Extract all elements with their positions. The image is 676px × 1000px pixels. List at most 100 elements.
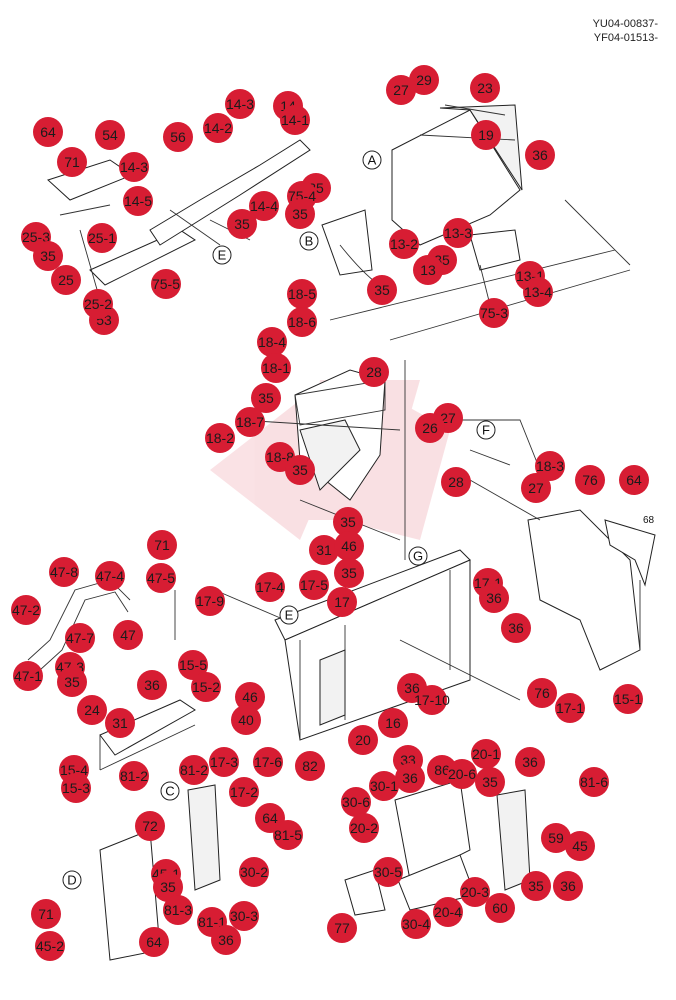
- callout-badge: [273, 820, 303, 850]
- callout-label: 30-1: [370, 778, 398, 794]
- callout-label: 19: [478, 127, 494, 143]
- view-letter-D: D: [62, 870, 82, 890]
- callout-36: 36: [479, 583, 509, 613]
- callout-badge: [209, 747, 239, 777]
- callout-20-4: 20-4: [433, 897, 463, 927]
- callout-badge: [229, 777, 259, 807]
- callout-15-5: 15-5: [178, 650, 208, 680]
- callout-label: 36: [486, 590, 502, 606]
- callout-label: 76: [582, 472, 598, 488]
- callout-13-2: 13-2: [389, 229, 419, 259]
- callout-label: 75-5: [152, 276, 180, 292]
- callout-60: 60: [485, 893, 515, 923]
- callout-label: 18-6: [288, 314, 316, 330]
- view-letter-E: E: [212, 245, 232, 265]
- callout-label: 17-10: [414, 692, 450, 708]
- callout-label: 14-3: [226, 96, 254, 112]
- callout-35: 35: [285, 455, 315, 485]
- callout-15-3: 15-3: [61, 773, 91, 803]
- callout-label: 17-2: [230, 784, 258, 800]
- callout-label: 17: [334, 594, 350, 610]
- callout-75-5: 75-5: [151, 269, 181, 299]
- callout-label: 36: [402, 770, 418, 786]
- callout-label: 17-1: [556, 700, 584, 716]
- callout-label: 14-4: [250, 198, 278, 214]
- callout-81-3: 81-3: [163, 895, 193, 925]
- letter-ring: [279, 605, 299, 625]
- callout-25: 25: [51, 265, 81, 295]
- callout-label: 15-3: [62, 780, 90, 796]
- callout-label: 47-7: [66, 630, 94, 646]
- callout-label: 17-6: [254, 754, 282, 770]
- callout-badge: [378, 708, 408, 738]
- callout-badge: [57, 147, 87, 177]
- callout-badge: [470, 73, 500, 103]
- callout-20-2: 20-2: [349, 813, 379, 843]
- callout-64: 64: [139, 927, 169, 957]
- callout-35: 35: [227, 209, 257, 239]
- callout-36: 36: [211, 925, 241, 955]
- callout-29: 29: [409, 65, 439, 95]
- callout-badge: [135, 811, 165, 841]
- callout-badge: [523, 277, 553, 307]
- callout-47-7: 47-7: [65, 623, 95, 653]
- callout-badge: [285, 199, 315, 229]
- callout-label: 71: [38, 906, 54, 922]
- callout-20-3: 20-3: [460, 877, 490, 907]
- callout-label: 35: [258, 390, 274, 406]
- callout-badge: [191, 672, 221, 702]
- callout-label: 14-1: [281, 112, 309, 128]
- callout-badge: [413, 255, 443, 285]
- callout-label: 18-7: [236, 414, 264, 430]
- callout-28: 28: [441, 467, 471, 497]
- callout-label: 30-3: [230, 908, 258, 924]
- callout-label: 13-3: [444, 225, 472, 241]
- callout-27: 27: [386, 75, 416, 105]
- callout-badge: [479, 298, 509, 328]
- callout-label: 36: [218, 932, 234, 948]
- callout-badge: [231, 705, 261, 735]
- callout-badge: [367, 275, 397, 305]
- view-letter-C: C: [160, 781, 180, 801]
- callout-label: 47-5: [147, 570, 175, 586]
- callout-badge: [369, 771, 399, 801]
- callout-badge: [137, 670, 167, 700]
- callout-badge: [460, 877, 490, 907]
- callout-badge: [49, 557, 79, 587]
- callout-label: 35: [528, 878, 544, 894]
- callout-label: 75-3: [480, 305, 508, 321]
- callout-label: 35: [64, 674, 80, 690]
- callout-31: 31: [309, 535, 339, 565]
- callout-label: 18-4: [258, 334, 286, 350]
- callout-35: 35: [285, 199, 315, 229]
- callout-17-1: 17-1: [555, 693, 585, 723]
- callout-20-6: 20-6: [447, 759, 477, 789]
- callout-36: 36: [395, 763, 425, 793]
- callout-17-2: 17-2: [229, 777, 259, 807]
- callout-20-1: 20-1: [471, 739, 501, 769]
- callout-label: 13-2: [390, 236, 418, 252]
- letter-label: E: [285, 608, 294, 623]
- callout-label: 46: [341, 538, 357, 554]
- callout-36: 36: [501, 613, 531, 643]
- callout-label: 23: [477, 80, 493, 96]
- letter-label: C: [165, 784, 174, 799]
- callout-35: 35: [33, 241, 63, 271]
- callout-label: 35: [340, 514, 356, 530]
- letter-label: E: [218, 248, 227, 263]
- callout-badge: [61, 773, 91, 803]
- callout-badge: [521, 871, 551, 901]
- callout-label: 76: [534, 685, 550, 701]
- callout-badge: [113, 620, 143, 650]
- callout-label: 35: [160, 879, 176, 895]
- callout-label: 13: [420, 262, 436, 278]
- callout-badge: [565, 831, 595, 861]
- callout-badge: [287, 307, 317, 337]
- callout-label: 40: [238, 712, 254, 728]
- callout-18-1: 18-1: [261, 353, 291, 383]
- callout-label: 28: [448, 474, 464, 490]
- callout-badge: [77, 695, 107, 725]
- callout-56: 56: [163, 122, 193, 152]
- callout-47: 47: [113, 620, 143, 650]
- callout-badge: [235, 407, 265, 437]
